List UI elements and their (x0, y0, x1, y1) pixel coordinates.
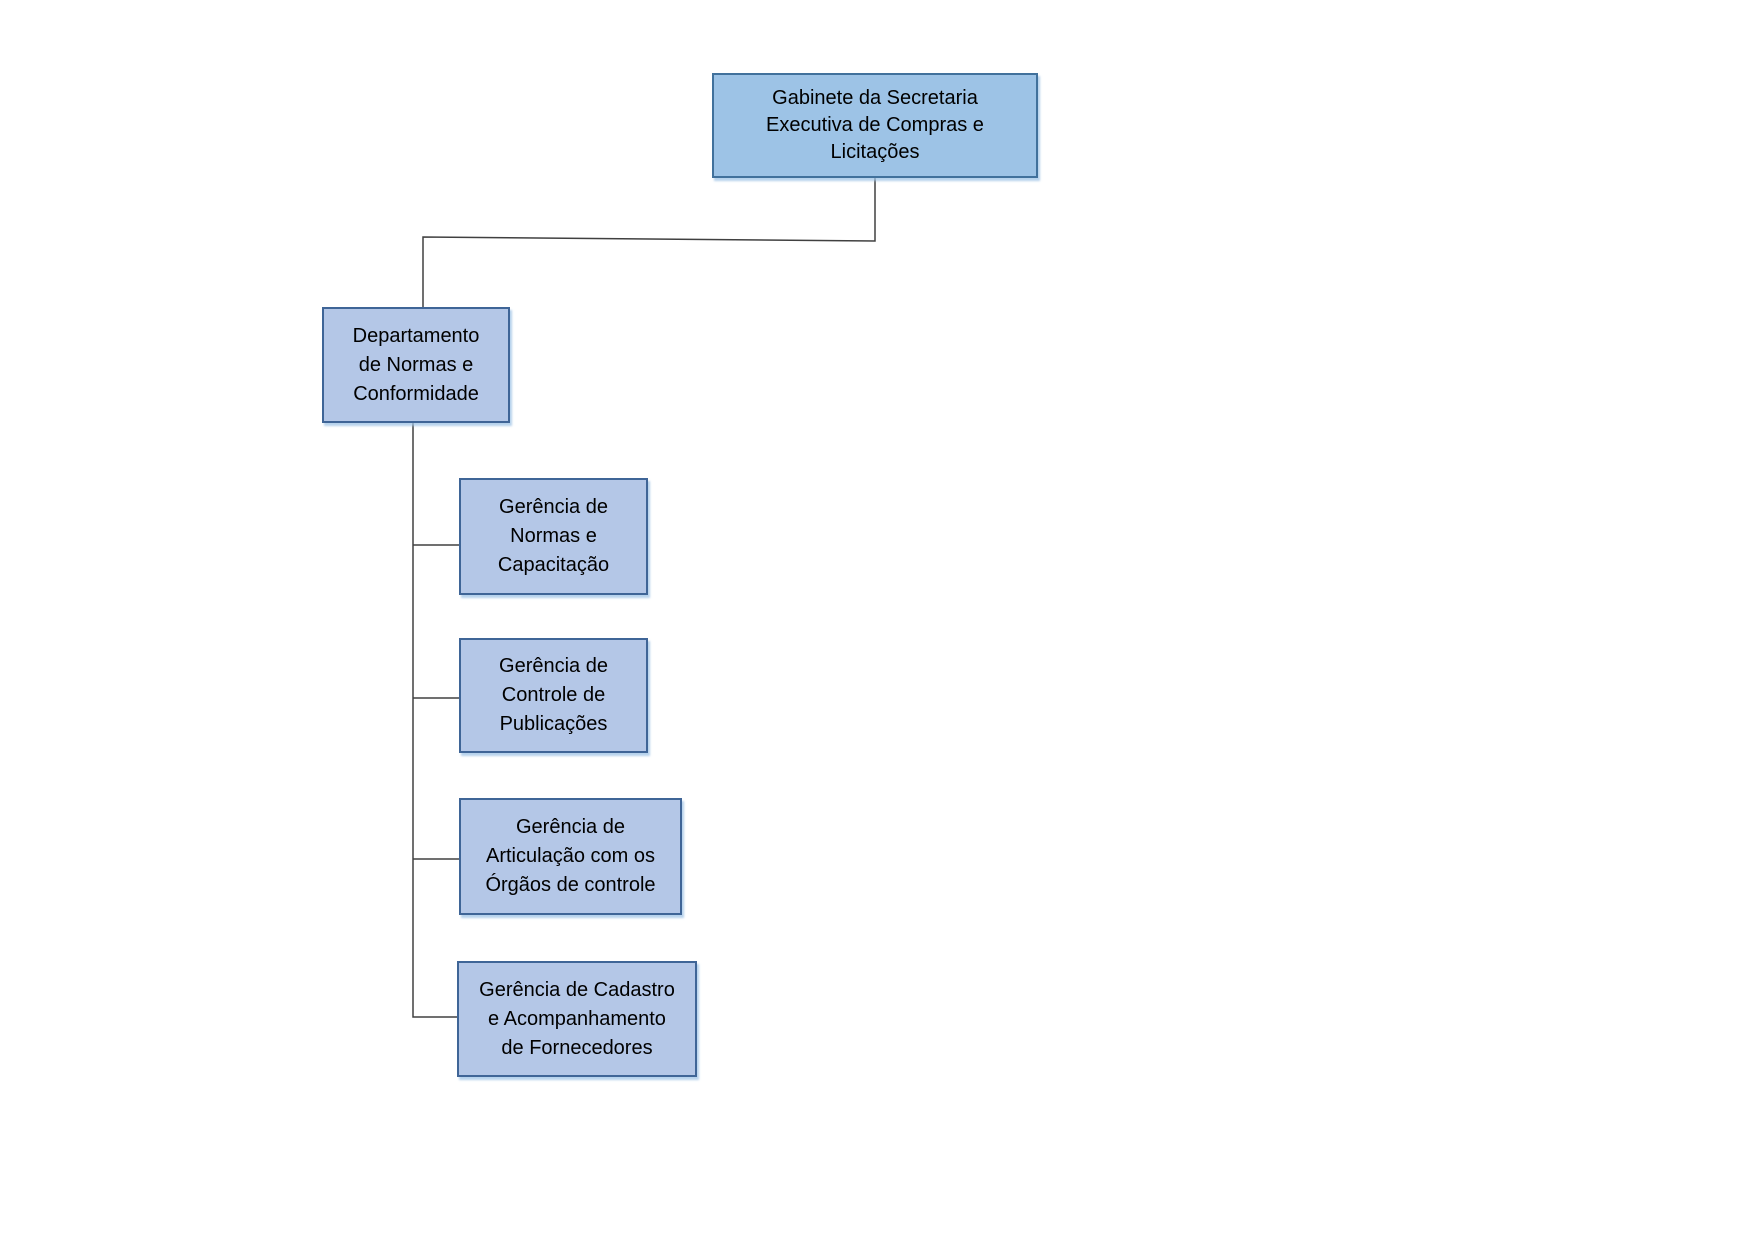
org-node-unit-2-label: Gerência de Controle de Publicações (499, 655, 608, 735)
org-node-department-label: Departamento de Normas e Conformidade (352, 324, 480, 405)
org-node-unit-3-label: Gerência de Articulação com os Órgãos de… (485, 816, 656, 896)
org-node-unit-4: Gerência de Cadastro e Acompanhamento de… (457, 961, 697, 1077)
org-node-unit-1: Gerência de Normas e Capacitação (459, 478, 648, 595)
org-node-department: Departamento de Normas e Conformidade (322, 307, 510, 423)
org-node-root: Gabinete da Secretaria Executiva de Comp… (712, 73, 1038, 178)
org-node-unit-4-label: Gerência de Cadastro e Acompanhamento de… (479, 978, 675, 1059)
org-node-unit-3: Gerência de Articulação com os Órgãos de… (459, 798, 682, 915)
org-node-unit-2: Gerência de Controle de Publicações (459, 638, 648, 753)
org-node-unit-1-label: Gerência de Normas e Capacitação (497, 496, 610, 576)
org-node-root-label: Gabinete da Secretaria Executiva de Comp… (766, 87, 984, 163)
connector-department-trunk (412, 423, 457, 1018)
connector-root-to-department (422, 178, 876, 307)
